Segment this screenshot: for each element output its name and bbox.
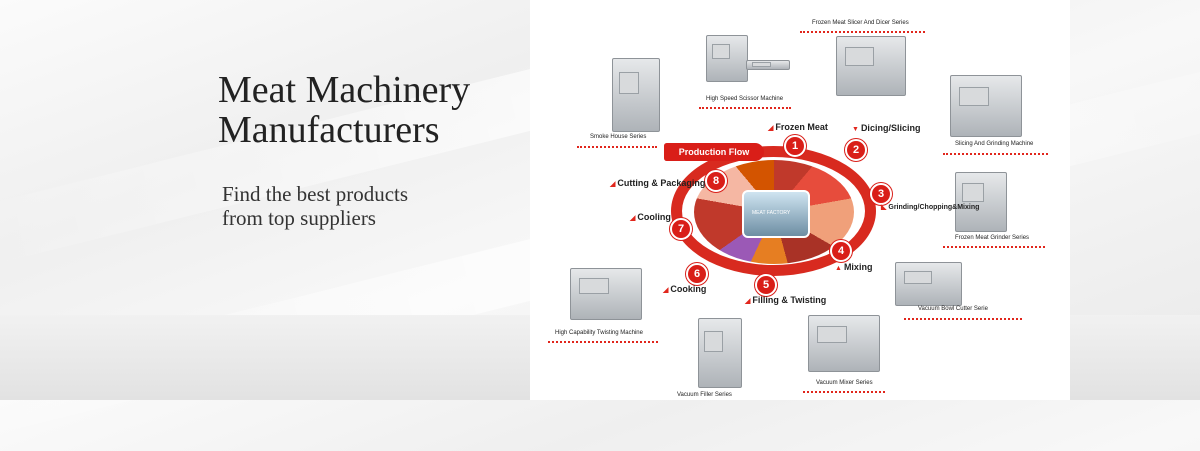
step-label: ▼Dicing/Slicing [852, 123, 921, 133]
step-label: ◢Cooking [663, 284, 707, 294]
hero-subtitle-line: from top suppliers [222, 206, 376, 230]
machine-label: Slicing And Grinding Machine [955, 141, 1034, 147]
step-label: ▲Mixing [835, 262, 873, 272]
machine-label: Frozen Meat Slicer And Dicer Series [812, 20, 909, 26]
step-label: ◢Filling & Twisting [745, 295, 827, 305]
machine-label: Vacuum Mixer Series [816, 380, 873, 386]
slicer-dicer-machine-icon [836, 36, 906, 96]
step-number-badge: 3 [870, 183, 892, 205]
conveyor-icon [746, 60, 790, 70]
twisting-machine-icon [570, 268, 642, 320]
machine-label: Frozen Meat Grinder Series [955, 235, 1030, 241]
step-label: ◢Frozen Meat [768, 122, 828, 132]
dotted-divider [577, 146, 657, 148]
hero-title-line: Meat Machinery [218, 69, 471, 111]
vacuum-mixer-machine-icon [808, 315, 880, 372]
hero-title-line: Manufacturers [218, 109, 440, 151]
step-number-badge: 8 [705, 170, 727, 192]
step-label: ◢Cooling [630, 212, 671, 222]
step-number-badge: 5 [755, 274, 777, 296]
step-number-badge: 4 [830, 240, 852, 262]
machine-label: Vacuum Bowl Cutter Serie [918, 306, 988, 312]
step-number-badge: 1 [784, 135, 806, 157]
machine-label: High Capability Twisting Machine [555, 330, 643, 336]
smoke-house-machine-icon [612, 58, 660, 132]
dotted-divider [548, 341, 658, 343]
bowl-cutter-machine-icon [895, 262, 962, 306]
hero-title: Meat Machinery Manufacturers [218, 70, 470, 150]
vacuum-filler-machine-icon [698, 318, 742, 388]
machine-label: Smoke House Series [590, 134, 647, 140]
dotted-divider [800, 31, 925, 33]
factory-hub: MEAT FACTORY [742, 190, 810, 238]
flow-ring [671, 146, 876, 276]
step-label: ◣Grinding/Chopping&Mixing [881, 204, 980, 211]
machine-label: High Speed Scissor Machine [706, 96, 784, 102]
step-number-badge: 7 [670, 218, 692, 240]
hero-subtitle-line: Find the best products [222, 182, 409, 206]
dotted-divider [803, 391, 885, 393]
step-number-badge: 6 [686, 263, 708, 285]
dotted-divider [943, 246, 1045, 248]
step-number-badge: 2 [845, 139, 867, 161]
step-label: ◢Cutting & Packaging [610, 178, 706, 188]
slicing-grinding-machine-icon [950, 75, 1022, 137]
dotted-divider [699, 107, 791, 109]
dotted-divider [943, 153, 1048, 155]
hero-subtitle: Find the best products from top supplier… [222, 182, 408, 230]
machine-label: Vacuum Filler Series [677, 392, 732, 398]
frozen-grinder-machine-icon [955, 172, 1007, 232]
dotted-divider [904, 318, 1022, 320]
hub-label: MEAT FACTORY [752, 210, 791, 216]
production-flow-banner: Production Flow [664, 143, 764, 161]
scissor-machine-icon [706, 35, 748, 82]
